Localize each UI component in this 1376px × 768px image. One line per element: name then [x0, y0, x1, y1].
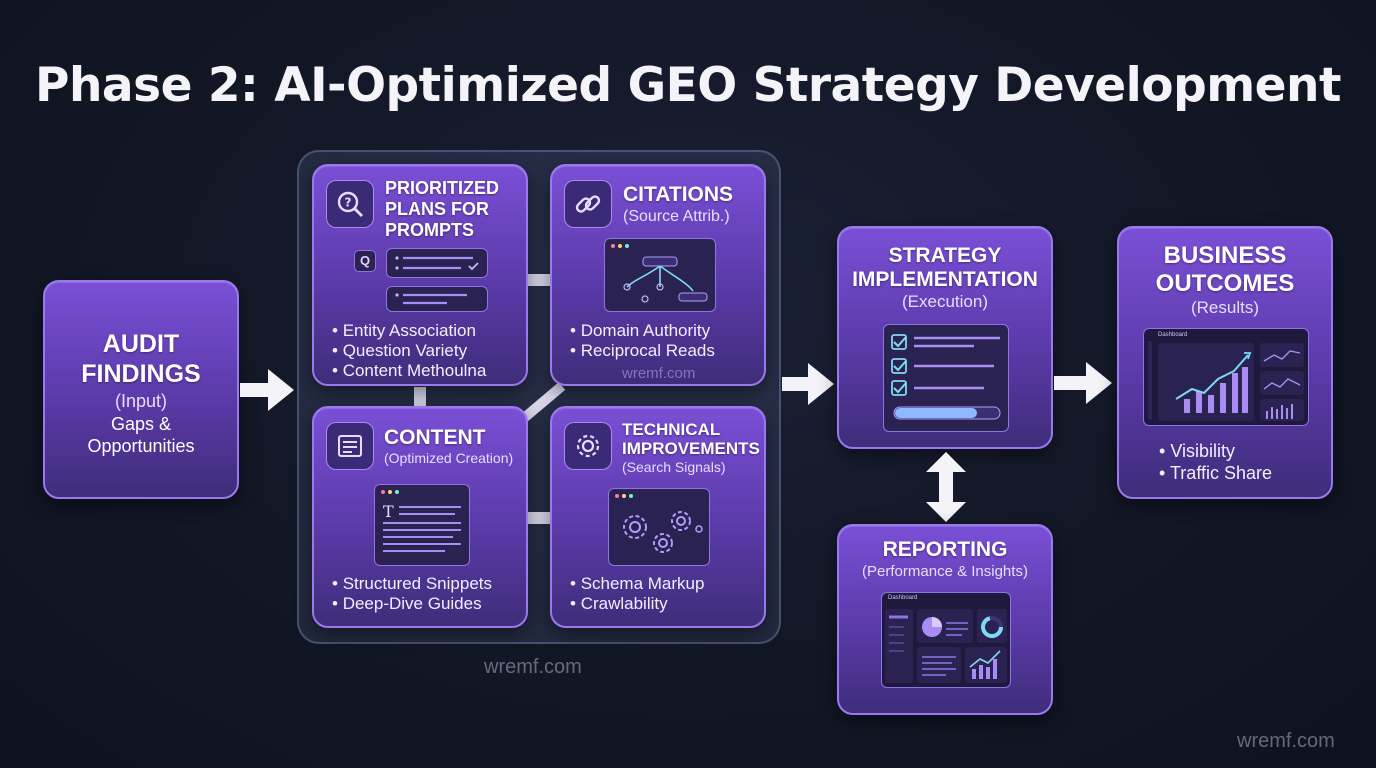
bullet-item: Crawlability	[570, 594, 704, 614]
outcomes-title-line1: BUSINESS	[1163, 242, 1287, 269]
prompt-mock-list	[386, 248, 488, 278]
bullet-item: Traffic Share	[1159, 462, 1272, 484]
citation-graph-mock	[604, 238, 716, 312]
gears-mock	[608, 488, 710, 566]
audit-subtitle: (Input)	[114, 391, 168, 411]
citations-title: CITATIONS	[623, 183, 734, 206]
arrow-right-icon	[240, 369, 294, 411]
technical-title-line2: IMPROVEMENTS	[622, 439, 760, 458]
document-icon	[326, 422, 374, 470]
audit-desc-line2: Opportunities	[87, 436, 195, 456]
audit-desc-line1: Gaps &	[110, 414, 172, 434]
search-question-icon: ?	[326, 180, 374, 228]
citations-card: CITATIONS (Source Attrib.) Domain Author…	[550, 164, 766, 386]
checklist-mock	[883, 324, 1009, 432]
outcomes-title-line2: OUTCOMES	[1155, 270, 1295, 297]
audit-title-line1: AUDIT	[102, 330, 180, 358]
bullet-item: Schema Markup	[570, 574, 705, 594]
bullet-item: Entity Association	[332, 321, 486, 341]
implementation-subtitle: (Execution)	[902, 292, 988, 311]
implementation-title-line1: STRATEGY	[888, 244, 1002, 267]
content-card: CONTENT (Optimized Creation) T Structure…	[312, 406, 528, 628]
bullet-item: Domain Authority	[570, 321, 715, 341]
connector-diagonal	[520, 382, 566, 422]
citations-watermark: wremf.com	[622, 365, 696, 382]
outcomes-subtitle: (Results)	[1190, 298, 1259, 317]
prioritized-title-line2: PLANS FOR	[385, 199, 490, 219]
svg-text:T: T	[383, 502, 394, 521]
technical-bullets: Schema Markup Crawlability	[570, 574, 705, 614]
outcomes-dashboard-mock: Dashboard	[1143, 328, 1309, 426]
content-subtitle: (Optimized Creation)	[384, 450, 514, 466]
strategy-implementation-card: STRATEGY IMPLEMENTATION (Execution)	[837, 226, 1053, 449]
arrow-right-icon	[782, 363, 834, 405]
reporting-dashboard-mock: Dashboard	[881, 592, 1011, 688]
connector-bottom	[528, 512, 550, 524]
prioritized-plans-card: ? PRIORITIZED PLANS FOR PROMPTS Q Entity…	[312, 164, 528, 386]
audit-title-line2: FINDINGS	[81, 360, 201, 388]
svg-text:?: ?	[345, 196, 352, 210]
reporting-subtitle: (Performance & Insights)	[862, 563, 1028, 580]
outcomes-bullets: Visibility Traffic Share	[1159, 440, 1272, 484]
bullet-item: Question Variety	[332, 341, 486, 361]
technical-title-line1: TECHNICAL	[622, 420, 721, 439]
bullet-item: Reciprocal Reads	[570, 341, 715, 361]
connector-left	[414, 387, 426, 407]
prompt-mock-input	[386, 286, 488, 312]
citations-bullets: Domain Authority Reciprocal Reads	[570, 321, 715, 361]
business-outcomes-card: BUSINESS OUTCOMES (Results) Dashboard Vi…	[1117, 226, 1333, 499]
implementation-title-line2: IMPLEMENTATION	[852, 268, 1038, 291]
technical-card: TECHNICAL IMPROVEMENTS (Search Signals) …	[550, 406, 766, 628]
article-mock: T	[374, 484, 470, 566]
page-title: Phase 2: AI-Optimized GEO Strategy Devel…	[35, 58, 1342, 113]
prioritized-title-line3: PROMPTS	[385, 220, 475, 240]
prompt-mock-q-icon: Q	[354, 250, 376, 272]
bullet-item: Deep-Dive Guides	[332, 594, 492, 614]
outcomes-dashboard-label: Dashboard	[1158, 332, 1188, 338]
reporting-title: REPORTING	[882, 538, 1008, 561]
reporting-card: REPORTING (Performance & Insights) Dashb…	[837, 524, 1053, 715]
content-title: CONTENT	[384, 426, 486, 449]
content-bullets: Structured Snippets Deep-Dive Guides	[332, 574, 492, 614]
prioritized-bullets: Entity Association Question Variety Cont…	[332, 321, 487, 381]
gear-icon	[564, 422, 612, 470]
reporting-dashboard-label: Dashboard	[888, 595, 918, 601]
arrow-right-icon	[1054, 362, 1112, 404]
citations-subtitle: (Source Attrib.)	[623, 208, 730, 225]
connector-top	[528, 274, 550, 286]
audit-findings-card: AUDIT FINDINGS (Input) Gaps & Opportunit…	[43, 280, 239, 499]
center-watermark: wremf.com	[484, 656, 582, 678]
bullet-item: Visibility	[1159, 440, 1272, 462]
bullet-item: Content Methoulna	[332, 361, 487, 381]
bullet-item: Structured Snippets	[332, 574, 492, 594]
link-icon	[564, 180, 612, 228]
corner-watermark: wremf.com	[1237, 730, 1335, 752]
double-arrow-icon	[926, 452, 966, 522]
technical-subtitle: (Search Signals)	[622, 459, 726, 475]
prioritized-title-line1: PRIORITIZED	[385, 178, 500, 198]
